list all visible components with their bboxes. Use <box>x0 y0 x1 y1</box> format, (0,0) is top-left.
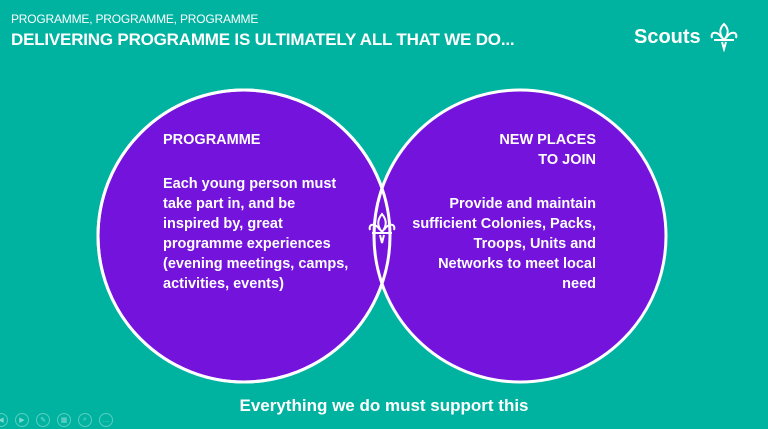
fleur-de-lis-icon <box>368 212 396 244</box>
heading-line: TO JOIN <box>538 152 596 168</box>
more-icon[interactable]: … <box>99 413 113 427</box>
zoom-icon[interactable]: ⌕ <box>78 413 92 427</box>
next-icon[interactable]: ▶ <box>15 413 29 427</box>
scouts-logo: Scouts <box>634 22 739 52</box>
new-places-heading: NEW PLACES TO JOIN <box>499 130 596 170</box>
pen-icon[interactable]: ✎ <box>36 413 50 427</box>
presentation-controls: ◀ ▶ ✎ ▦ ⌕ … <box>0 413 113 427</box>
new-places-body: Provide and maintain sufficient Colonies… <box>412 196 596 292</box>
slide-title: DELIVERING PROGRAMME IS ULTIMATELY ALL T… <box>11 30 515 49</box>
logo-text: Scouts <box>634 25 701 48</box>
heading-line: NEW PLACES <box>499 132 596 148</box>
new-places-circle <box>372 88 668 384</box>
fleur-de-lis-icon <box>710 22 738 52</box>
footer-statement: Everything we do must support this <box>239 396 529 415</box>
programme-body: Each young person must take part in, and… <box>163 176 349 292</box>
slide-subtitle: PROGRAMME, PROGRAMME, PROGRAMME <box>11 12 259 26</box>
slides-icon[interactable]: ▦ <box>57 413 71 427</box>
programme-heading: PROGRAMME <box>163 132 261 148</box>
prev-icon[interactable]: ◀ <box>0 413 8 427</box>
